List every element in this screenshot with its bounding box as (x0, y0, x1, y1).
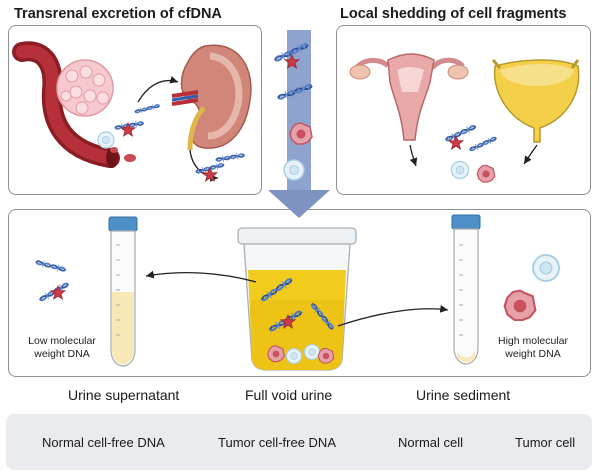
bladder (491, 59, 580, 143)
tumor-mass (56, 59, 114, 117)
heading-local-shedding: Local shedding of cell fragments (340, 6, 567, 22)
uterus (349, 53, 469, 141)
bladder-shedding-arrow (523, 144, 538, 165)
blood-vessel (12, 41, 136, 168)
high-molecular-weight-label: High molecular weight DNA (497, 335, 569, 360)
sediment-tumor-cell (503, 289, 537, 322)
cup-tumor-cell-1 (267, 345, 285, 363)
shed-tumor-cell (476, 164, 496, 183)
uterus-shedding-arrow (409, 144, 418, 167)
shed-normal-dna (467, 134, 499, 154)
caption-supernatant: Urine supernatant (68, 387, 180, 403)
sediment-normal-cell (532, 254, 560, 282)
cup-tumor-cell-2 (317, 347, 335, 364)
legend-label-normal-cfdna: Normal cell-free DNA (42, 435, 165, 450)
shed-normal-cell (450, 160, 470, 180)
legend-label-tumor-cell: Tumor cell (515, 435, 576, 450)
kidney-excretion-arrow (189, 149, 219, 182)
cup-to-sediment-arrow (337, 305, 449, 327)
vessel-tumor-marker (120, 122, 136, 137)
kidney (171, 44, 252, 151)
supernatant-tube (108, 216, 138, 367)
heading-transrenal: Transrenal excretion of cfDNA (14, 6, 222, 22)
legend (6, 414, 592, 470)
cup-to-supernatant-arrow (145, 270, 257, 283)
cup-normal-cell-2 (303, 343, 321, 361)
vessel-normal-cell (97, 131, 115, 149)
excreted-normal-dna (214, 151, 246, 164)
sediment-tube (451, 214, 481, 365)
low-molecular-weight-label: Low molecular weight DNA (28, 335, 96, 360)
legend-label-normal-cell: Normal cell (398, 435, 464, 450)
legend-label-tumor-cfdna: Tumor cell-free DNA (218, 435, 336, 450)
caption-sediment: Urine sediment (416, 387, 511, 403)
vessel-normal-dna (133, 102, 161, 116)
supernatant-normal-dna (34, 257, 68, 275)
caption-full-void: Full void urine (245, 387, 333, 403)
arrow-normal-cell (283, 159, 305, 181)
arrow-tumor-cell (289, 122, 313, 145)
shed-tumor-dna (443, 122, 478, 145)
cup-normal-cell-1 (285, 347, 303, 365)
vessel-to-kidney-arrow (137, 75, 179, 103)
